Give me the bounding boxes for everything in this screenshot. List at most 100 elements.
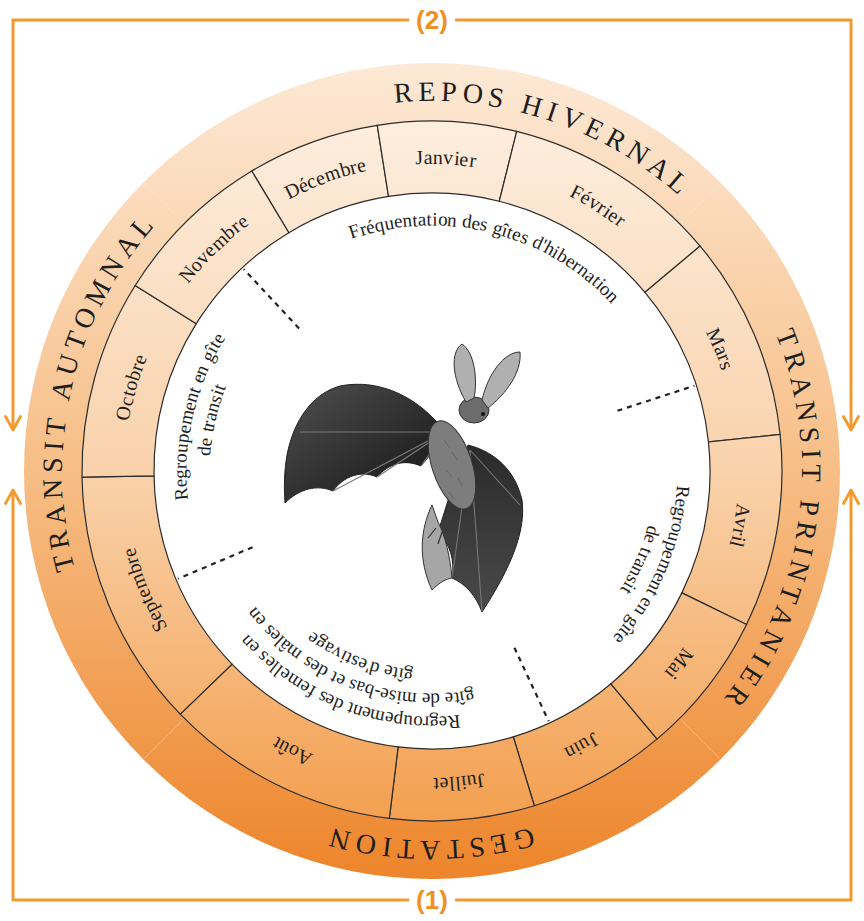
text-glyph: S — [468, 832, 487, 862]
text-glyph: o — [437, 210, 447, 229]
text-glyph: R — [791, 520, 822, 543]
text-glyph: g — [429, 713, 439, 732]
text-glyph: T — [771, 326, 803, 352]
text-glyph: T — [49, 552, 80, 575]
activity-sector: Regroupement en gîte de transit — [152, 265, 434, 582]
text-glyph: N — [327, 823, 353, 855]
text-glyph: E — [489, 829, 511, 860]
text-glyph: T — [446, 835, 465, 864]
text-glyph: t — [426, 209, 431, 228]
text-glyph: r — [468, 149, 477, 170]
text-glyph: I — [796, 448, 824, 459]
activity-sector-outline — [176, 471, 549, 749]
text-glyph: a — [417, 210, 426, 229]
text-glyph: O — [68, 303, 102, 333]
text-glyph: R — [171, 487, 191, 501]
text-glyph: J — [415, 147, 424, 167]
text-glyph: v — [443, 147, 454, 167]
text-glyph: a — [423, 147, 432, 167]
month-cell-outline — [82, 476, 232, 714]
text-glyph: O — [461, 79, 484, 109]
text-glyph: N — [781, 557, 813, 584]
sector-divider — [244, 269, 299, 328]
text-glyph: U — [52, 351, 85, 378]
text-glyph: I — [380, 833, 393, 862]
text-glyph: G — [510, 823, 536, 855]
month-cell-shape — [80, 473, 235, 717]
bat-body — [419, 415, 485, 515]
activity-label: Regroupement en gîte de transit — [430, 383, 712, 725]
text-glyph: A — [765, 603, 799, 632]
text-glyph: e — [421, 690, 430, 709]
text-glyph — [44, 404, 73, 415]
month-cell-outline — [389, 737, 534, 821]
text-glyph: N — [791, 399, 822, 423]
text-glyph: m — [401, 689, 418, 709]
month-cell: Juin — [511, 681, 659, 808]
month-cell: Janvier — [375, 119, 519, 204]
text-glyph: P — [441, 78, 458, 107]
text-glyph: N — [39, 478, 68, 500]
text-glyph: S — [39, 457, 67, 473]
bat-ear — [454, 344, 475, 402]
sector-divider — [617, 386, 694, 411]
text-glyph: A — [46, 377, 78, 403]
month-cell-outline — [135, 171, 289, 324]
activity-sector: Fréquentation des gîtes d'hibernation — [240, 191, 699, 473]
text-glyph: A — [785, 373, 817, 399]
text-glyph: T — [797, 464, 825, 481]
bat-eye — [481, 412, 485, 416]
season-band: TRANSIT AUTOMNAL — [22, 180, 187, 762]
text-glyph: T — [60, 328, 92, 354]
text-glyph: i — [432, 209, 437, 228]
month-cell: Avril — [679, 432, 784, 627]
month-cell-outline — [513, 684, 657, 806]
text-glyph: R — [447, 712, 461, 732]
text-glyph: t — [412, 210, 419, 229]
wing-bone — [300, 432, 445, 491]
month-label: Juin — [511, 681, 659, 808]
month-label: Avril — [679, 432, 784, 627]
month-label: Mars — [642, 244, 783, 444]
text-glyph: M — [79, 275, 115, 310]
text-glyph: R — [673, 485, 693, 499]
text-glyph: e — [171, 479, 190, 488]
activity-sector: Regroupement en gîte de transit — [430, 383, 712, 725]
text-glyph: e — [439, 713, 448, 732]
season-label: TRANSIT PRINTANIER — [677, 180, 842, 762]
text-glyph: o — [412, 713, 423, 733]
text-glyph — [796, 487, 824, 495]
sector-divider — [178, 547, 253, 579]
text-glyph — [440, 690, 446, 709]
season-label: GESTATION — [141, 716, 723, 881]
text-glyph: E — [418, 78, 436, 106]
month-cell: Novembre — [133, 168, 291, 326]
callout-number: (1) — [409, 886, 455, 915]
activity-sector-outline — [242, 193, 696, 471]
text-glyph: n — [433, 147, 443, 167]
text-glyph: o — [171, 452, 190, 462]
activity-sector-outline — [432, 385, 710, 723]
month-cell-outline — [180, 664, 398, 818]
text-glyph: r — [422, 713, 429, 732]
text-glyph: n — [402, 210, 413, 230]
month-cell-outline — [645, 246, 780, 442]
text-glyph: R — [44, 528, 75, 551]
text-glyph: H — [519, 89, 546, 121]
text-glyph: l — [454, 774, 461, 794]
text-glyph: T — [41, 417, 71, 437]
month-cell-outline — [82, 286, 196, 478]
text-glyph: e — [439, 775, 449, 795]
text-glyph: O — [354, 829, 379, 860]
season-band: TRANSIT PRINTANIER — [677, 180, 842, 762]
bat-wing — [284, 384, 445, 503]
text-glyph: r — [170, 463, 189, 470]
month-cell-outline — [377, 121, 516, 201]
text-glyph: N — [754, 626, 788, 657]
season-label: REPOS HIVERNAL — [141, 61, 723, 226]
month-cell-outline — [682, 434, 782, 624]
season-band: REPOS HIVERNAL — [141, 61, 723, 226]
month-label: Juillet — [387, 734, 537, 823]
activity-label: Regroupement en gîte de transit — [152, 265, 434, 582]
